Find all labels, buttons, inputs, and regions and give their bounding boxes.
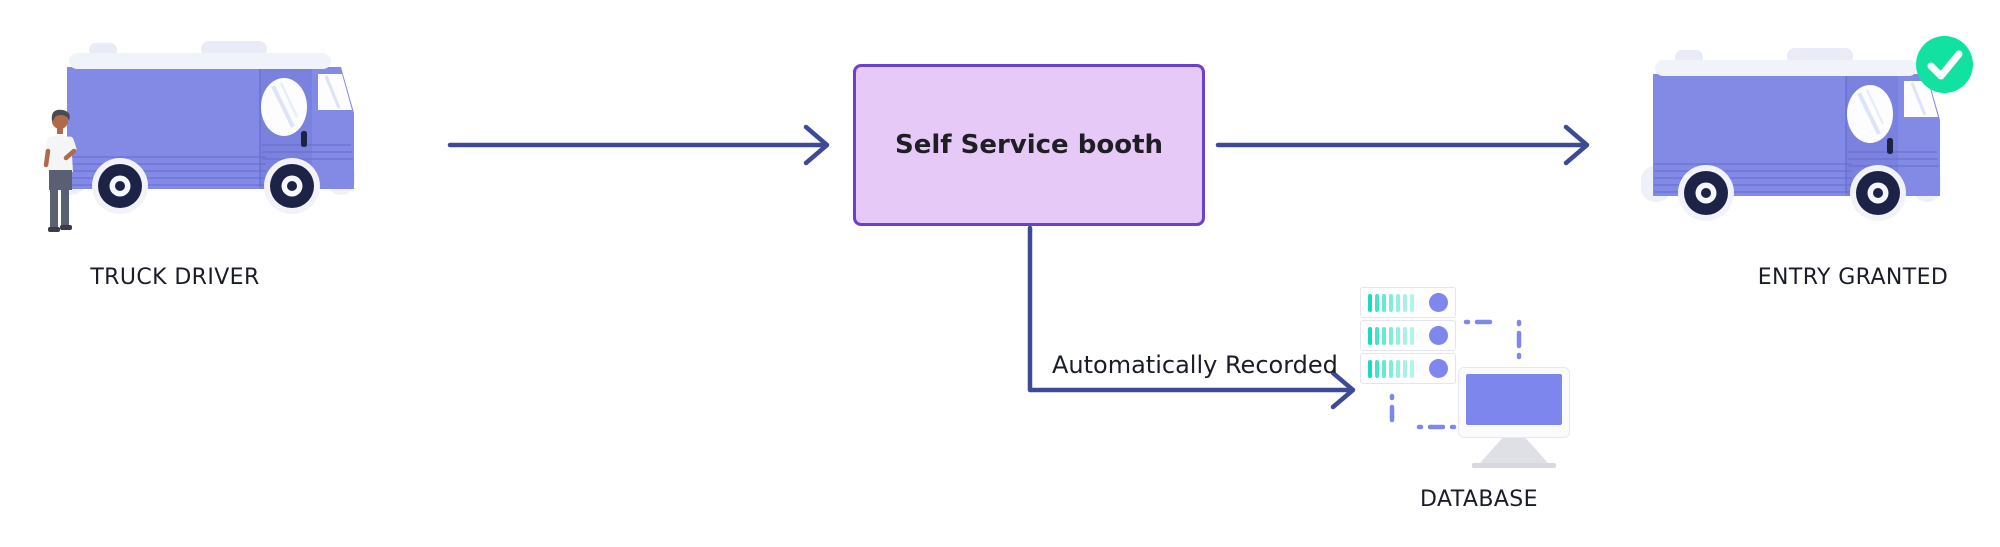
self-service-booth-node: Self Service booth: [853, 64, 1205, 226]
server-led: [1429, 293, 1448, 312]
server-unit: [1360, 320, 1456, 351]
check-badge: [1916, 36, 1973, 93]
driver-person-icon: [43, 109, 77, 232]
automatically-recorded-label: Automatically Recorded: [1052, 351, 1338, 379]
entry-granted-truck-illustration: [1639, 46, 1943, 223]
monitor-icon: [1458, 367, 1570, 438]
check-icon: [1927, 50, 1963, 80]
truck-driver-label: TRUCK DRIVER: [90, 265, 260, 290]
arrow-booth-to-database: [1027, 225, 1356, 410]
truck-driver-illustration: [43, 39, 357, 232]
server-rack-icon: [1360, 287, 1456, 386]
monitor-stand: [1480, 438, 1548, 463]
server-bars: [1368, 359, 1414, 378]
database-label: DATABASE: [1420, 487, 1538, 512]
truck-icon: [1639, 46, 1943, 223]
arrow-driver-to-booth: [447, 124, 830, 166]
server-unit: [1360, 287, 1456, 318]
server-bars: [1368, 293, 1414, 312]
truck-icon: [53, 39, 357, 216]
server-unit: [1360, 353, 1456, 384]
monitor-base: [1472, 463, 1556, 468]
self-service-booth-label: Self Service booth: [894, 130, 1164, 160]
server-led: [1429, 326, 1448, 345]
monitor-screen: [1466, 374, 1562, 425]
database-node: [1355, 282, 1595, 522]
arrow-booth-to-entry: [1215, 124, 1590, 166]
server-led: [1429, 359, 1448, 378]
server-bars: [1368, 326, 1414, 345]
entry-granted-label: ENTRY GRANTED: [1757, 265, 1949, 290]
